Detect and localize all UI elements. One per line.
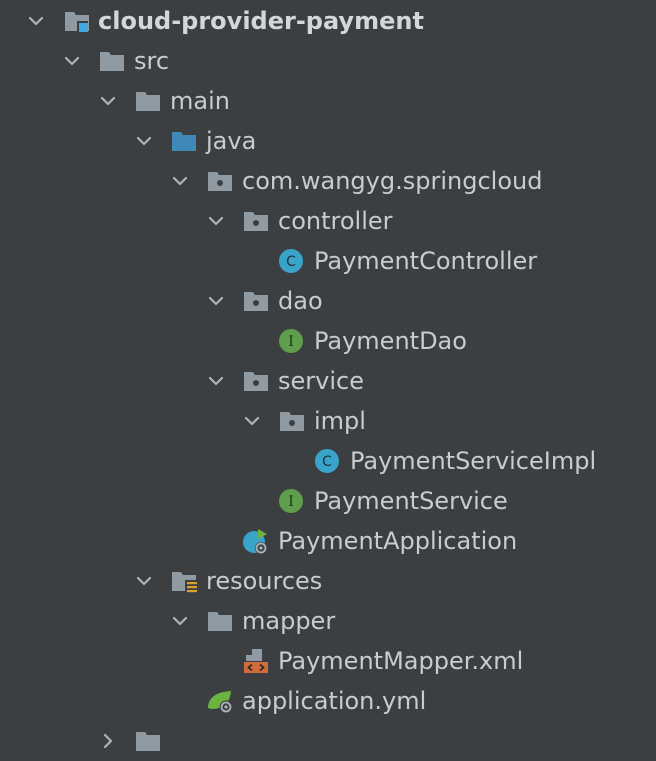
chevron-down-icon[interactable] <box>26 11 46 31</box>
package-icon <box>243 208 269 234</box>
tree-node-label: PaymentServiceImpl <box>350 447 597 475</box>
tree-node-application-yml[interactable]: application.yml <box>0 681 656 721</box>
tree-node-label: service <box>278 367 364 395</box>
tree-node-label: PaymentDao <box>314 327 467 355</box>
tree-node-payment-service-impl[interactable]: C PaymentServiceImpl <box>0 441 656 481</box>
tree-node-controller[interactable]: controller <box>0 201 656 241</box>
tree-node-resources[interactable]: resources <box>0 561 656 601</box>
package-icon <box>243 368 269 394</box>
tree-node-cloud-provider-payment[interactable]: cloud-provider-payment <box>0 1 656 41</box>
svg-text:I: I <box>288 494 294 510</box>
chevron-down-icon[interactable] <box>242 411 262 431</box>
tree-node-label: PaymentMapper.xml <box>278 647 524 675</box>
chevron-right-icon[interactable] <box>98 731 118 751</box>
xml-file-icon <box>243 648 269 674</box>
tree-node-impl[interactable]: impl <box>0 401 656 441</box>
svg-text:C: C <box>286 254 296 270</box>
tree-node-dao[interactable]: dao <box>0 281 656 321</box>
tree-node-main[interactable]: main <box>0 81 656 121</box>
tree-node-label: cloud-provider-payment <box>98 7 424 35</box>
tree-node-label: com.wangyg.springcloud <box>242 167 543 195</box>
tree-node-label: java <box>206 127 257 155</box>
module-folder-icon <box>64 8 90 34</box>
spring-boot-run-class-icon <box>242 528 268 554</box>
chevron-down-icon[interactable] <box>134 571 154 591</box>
chevron-down-icon[interactable] <box>62 51 82 71</box>
tree-node-payment-controller[interactable]: C PaymentController <box>0 241 656 281</box>
tree-node-payment-service[interactable]: I PaymentService <box>0 481 656 521</box>
tree-node-label: controller <box>278 207 393 235</box>
tree-node-label: mapper <box>242 607 336 635</box>
svg-text:I: I <box>288 334 294 350</box>
tree-node-label: resources <box>206 567 323 595</box>
interface-icon: I <box>278 328 304 354</box>
folder-icon <box>207 608 233 634</box>
package-icon <box>207 168 233 194</box>
tree-node-java[interactable]: java <box>0 121 656 161</box>
tree-node-label: PaymentService <box>314 487 508 515</box>
folder-icon <box>135 88 161 114</box>
chevron-down-icon[interactable] <box>98 91 118 111</box>
tree-node-payment-mapper-xml[interactable]: PaymentMapper.xml <box>0 641 656 681</box>
class-icon: C <box>314 448 340 474</box>
tree-node-label: PaymentController <box>314 247 538 275</box>
tree-node-label: impl <box>314 407 366 435</box>
tree-node-payment-application[interactable]: PaymentApplication <box>0 521 656 561</box>
tree-node-label: dao <box>278 287 323 315</box>
chevron-down-icon[interactable] <box>170 171 190 191</box>
source-root-folder-icon <box>171 128 197 154</box>
tree-node-partial[interactable] <box>0 721 656 761</box>
svg-text:C: C <box>322 454 332 470</box>
chevron-down-icon[interactable] <box>206 291 226 311</box>
tree-node-label: PaymentApplication <box>278 527 518 555</box>
tree-node-mapper[interactable]: mapper <box>0 601 656 641</box>
tree-node-label: application.yml <box>242 687 427 715</box>
chevron-down-icon[interactable] <box>134 131 154 151</box>
resources-folder-icon <box>171 568 197 594</box>
chevron-down-icon[interactable] <box>206 371 226 391</box>
folder-icon <box>99 48 125 74</box>
tree-node-service[interactable]: service <box>0 361 656 401</box>
tree-node-label: main <box>170 87 230 115</box>
chevron-down-icon[interactable] <box>170 611 190 631</box>
tree-node-label: src <box>134 47 170 75</box>
spring-yml-file-icon <box>206 688 232 714</box>
class-icon: C <box>278 248 304 274</box>
tree-node-com-wangyg-springcloud[interactable]: com.wangyg.springcloud <box>0 161 656 201</box>
tree-node-payment-dao[interactable]: I PaymentDao <box>0 321 656 361</box>
package-icon <box>279 408 305 434</box>
interface-icon: I <box>278 488 304 514</box>
tree-node-src[interactable]: src <box>0 41 656 81</box>
chevron-down-icon[interactable] <box>206 211 226 231</box>
folder-icon <box>135 728 161 754</box>
package-icon <box>243 288 269 314</box>
